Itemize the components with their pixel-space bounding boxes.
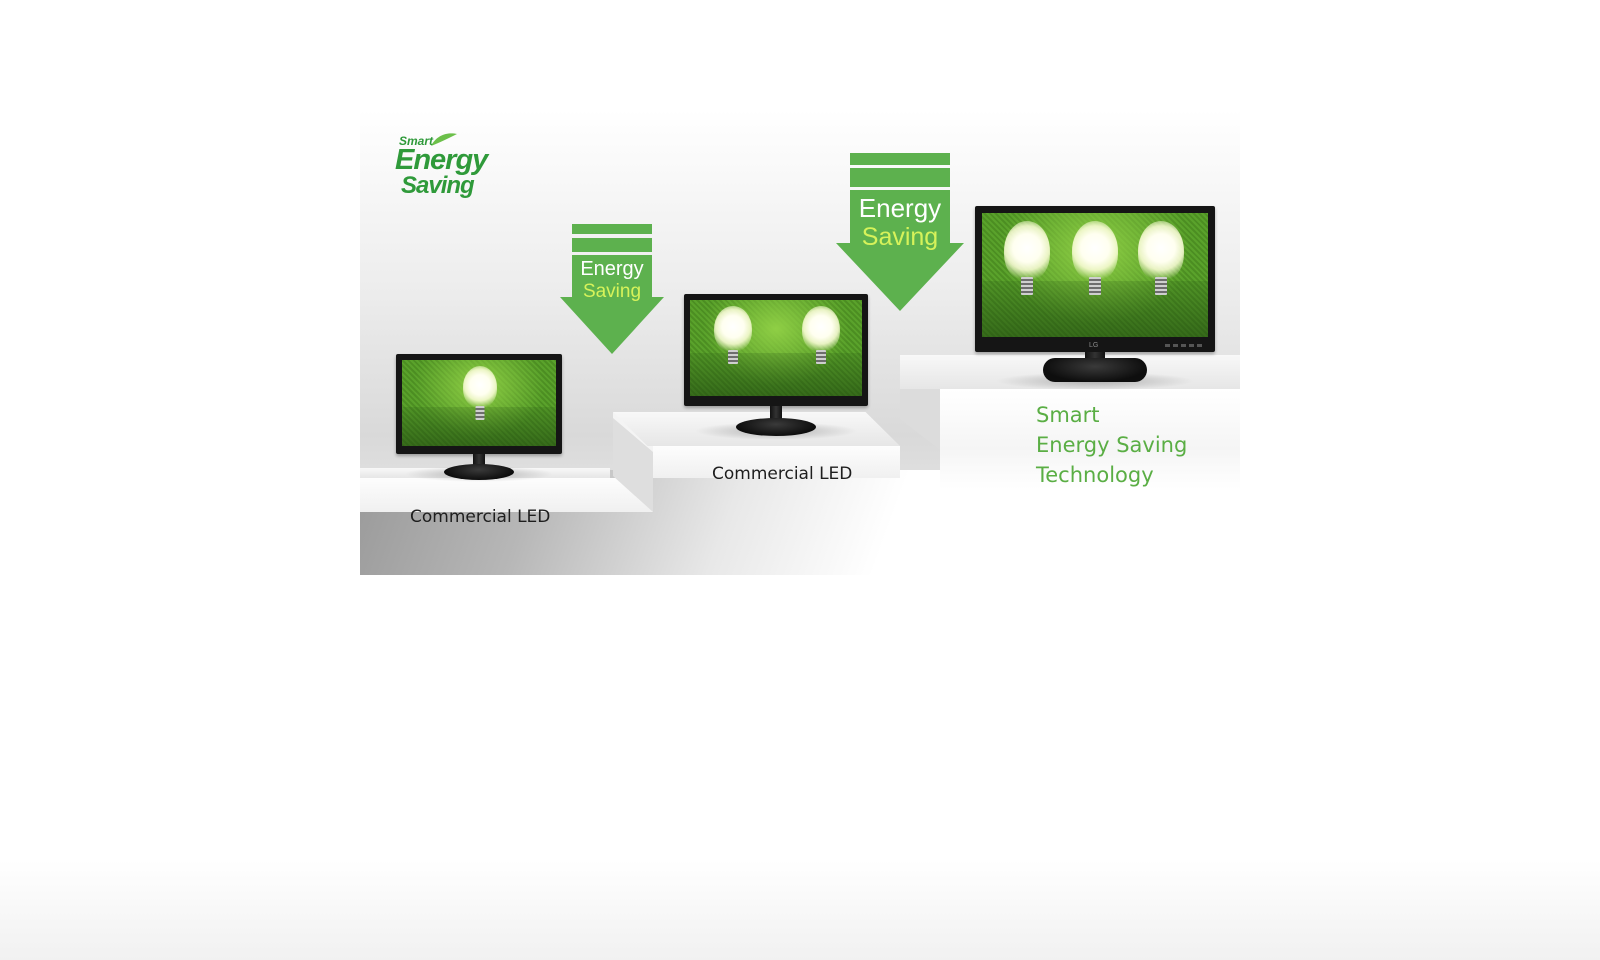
arrow-large-bar-1 [850, 153, 950, 165]
lightbulb-icon [463, 366, 497, 428]
lg-brand-logo: LG [1089, 342, 1099, 349]
arrow-large-energy-text: Energy [858, 193, 942, 223]
tech-line-1: Smart [1036, 403, 1100, 427]
arrow-large-bar-2 [850, 168, 950, 187]
lightbulb-icon [714, 306, 752, 372]
logo-saving-text: Saving [401, 172, 475, 199]
monitor-control-buttons [1165, 344, 1202, 347]
logo-energy-text: Energy [395, 144, 488, 176]
monitor-small-screen [402, 360, 556, 446]
monitor-small-label: Commercial LED [410, 507, 551, 527]
smart-energy-saving-technology-text: Smart Energy Saving Technology [1036, 400, 1187, 490]
monitor-medium [684, 294, 868, 442]
arrow-small-saving-text: Saving [582, 281, 642, 302]
arrow-small-bar-2 [572, 238, 652, 252]
arrow-small-body [560, 255, 664, 354]
monitor-medium-label: Commercial LED [712, 464, 853, 484]
tech-line-3: Technology [1036, 463, 1154, 487]
monitor-medium-screen [690, 300, 862, 396]
step-2-riser [613, 412, 653, 512]
monitor-large-base [1043, 358, 1147, 382]
energy-saving-arrow-large: Energy Saving [836, 153, 964, 313]
energy-saving-arrow-small: Energy Saving [560, 224, 664, 354]
lightbulb-icon [1138, 221, 1184, 307]
tech-line-2: Energy Saving [1036, 433, 1188, 457]
smart-energy-saving-logo: Smart Energy Saving [395, 133, 505, 204]
page-bottom-gradient [0, 860, 1600, 960]
lightbulb-icon [802, 306, 840, 372]
monitor-small [396, 354, 562, 484]
monitor-small-base [444, 464, 514, 480]
step-2-face [653, 446, 900, 478]
lightbulb-icon [1072, 221, 1118, 307]
lightbulb-icon [1004, 221, 1050, 307]
arrow-small-bar-1 [572, 224, 652, 234]
step-1-face [360, 478, 653, 512]
logo-smart-text: Smart [399, 134, 434, 148]
arrow-large-saving-text: Saving [861, 223, 939, 251]
step-3-face [940, 389, 1240, 489]
arrow-large-body [836, 190, 964, 311]
screen-grass [690, 352, 862, 396]
leaf-icon [431, 133, 457, 146]
energy-saving-banner: Smart Energy Saving Energy Saving Energy… [360, 110, 1240, 575]
arrow-small-energy-text: Energy [580, 258, 644, 280]
monitor-large: LG [975, 206, 1215, 391]
monitor-medium-base [736, 418, 816, 436]
monitor-large-screen [982, 213, 1208, 337]
